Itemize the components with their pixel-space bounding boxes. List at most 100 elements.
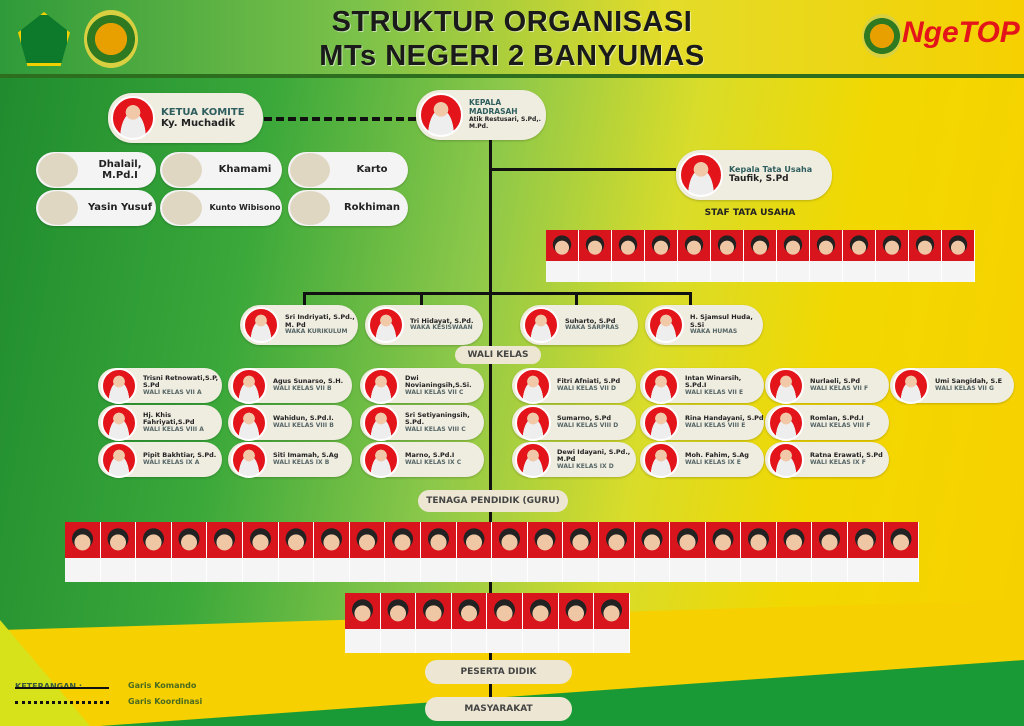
name: Romlan, S.Pd.I xyxy=(810,414,864,423)
staff-photo xyxy=(598,522,635,582)
name: Yasin Yusuf xyxy=(87,202,153,214)
role: WAKA SARPRAS xyxy=(565,324,619,332)
name: Hj. Khis Fahriyati,S.Pd xyxy=(143,410,195,427)
avatar xyxy=(101,404,137,441)
name: Tri Hidayat, S.Pd. xyxy=(410,316,474,325)
person-card: Pipit Bakhtiar, S.Pd.WALI KELAS IX A xyxy=(98,441,222,478)
staff-photo xyxy=(711,230,744,282)
staff-photo xyxy=(349,522,386,582)
staff-photo xyxy=(416,593,452,653)
ngetop-logo: NgeTOP xyxy=(902,16,1020,49)
role: WALI KELAS VII C xyxy=(405,388,464,396)
komite-member-card: Kunto Wibisono xyxy=(160,190,282,226)
avatar xyxy=(648,307,684,343)
staff-photo xyxy=(812,522,849,582)
staff-photo xyxy=(776,522,813,582)
name: Dwi Novianingsih,S.Si. xyxy=(405,373,472,390)
staff-photo xyxy=(594,593,630,653)
role: KEPALA MADRASAH xyxy=(469,98,518,117)
role: WALI KELAS IX E xyxy=(685,458,741,466)
person-card: Sri Setiyaningsih, S.Pd.WALI KELAS VIII … xyxy=(360,404,484,441)
tu-command-line xyxy=(490,168,676,171)
waka-branch xyxy=(689,292,692,306)
main-command-line xyxy=(489,140,492,700)
avatar xyxy=(101,367,137,404)
avatar-placeholder xyxy=(38,153,78,187)
role: WALI KELAS VIII F xyxy=(810,421,871,429)
avatar xyxy=(643,367,679,404)
avatar xyxy=(768,441,804,478)
person-card: Tri Hidayat, S.Pd.WAKA KESISWAAN xyxy=(365,305,483,345)
staff-photo xyxy=(777,230,810,282)
legend-dotted-line xyxy=(15,701,109,704)
avatar xyxy=(363,367,399,404)
guru-photos-row1 xyxy=(65,522,920,582)
role: WALI KELAS VII G xyxy=(935,384,994,392)
role: WALI KELAS IX D xyxy=(557,462,614,470)
role: WALI KELAS VII F xyxy=(810,384,869,392)
legend-title: KETERANGAN : xyxy=(15,682,82,691)
role: Kepala Tata Usaha xyxy=(729,165,813,175)
coordination-line xyxy=(264,117,416,121)
staff-photo xyxy=(909,230,942,282)
role: WALI KELAS VIII D xyxy=(557,421,619,429)
name: Agus Sunarso, S.H. xyxy=(273,377,344,386)
staf-tata-usaha-label: STAF TATA USAHA xyxy=(704,208,796,218)
komite-member-card: Yasin Yusuf xyxy=(36,190,156,226)
staff-photo xyxy=(487,593,523,653)
wali-kelas-label: WALI KELAS xyxy=(455,346,541,364)
komite-member-card: Khamami xyxy=(160,152,282,188)
avatar xyxy=(893,367,929,404)
staff-photo xyxy=(705,522,742,582)
avatar-placeholder xyxy=(290,191,330,225)
staff-photo xyxy=(65,522,101,582)
staff-photo xyxy=(579,230,612,282)
masyarakat-label: MASYARAKAT xyxy=(425,697,572,721)
role: WALI KELAS VIII E xyxy=(685,421,746,429)
staff-photo xyxy=(744,230,777,282)
avatar xyxy=(419,93,463,137)
avatar xyxy=(643,441,679,478)
name: Taufik, S.Pd xyxy=(729,174,789,185)
avatar xyxy=(363,404,399,441)
name: Rina Handayani, S.Pd xyxy=(685,414,764,423)
avatar-placeholder xyxy=(162,191,202,225)
staff-photo xyxy=(527,522,564,582)
staff-photo xyxy=(678,230,711,282)
avatar xyxy=(363,441,399,478)
name: Wahidun, S.Pd.I. xyxy=(273,414,334,423)
staff-photo xyxy=(207,522,243,582)
name: Dhalail, M.Pd.I xyxy=(98,158,142,182)
avatar xyxy=(101,441,137,478)
staff-photo xyxy=(876,230,909,282)
avatar xyxy=(515,441,551,478)
staff-photo xyxy=(843,230,876,282)
name: H. Sjamsul Huda, S.Si xyxy=(690,313,753,329)
staff-photo xyxy=(612,230,645,282)
name: Suharto, S.Pd xyxy=(565,316,616,325)
name: Ratna Erawati, S.Pd xyxy=(810,451,883,460)
staff-photo xyxy=(522,593,559,653)
role: WALI KELAS VII D xyxy=(557,384,616,392)
name: Ky. Muchadik xyxy=(161,118,236,129)
name: Atik Restusari, S.Pd,. M.Pd. xyxy=(469,115,541,130)
waka-branch xyxy=(575,292,578,306)
avatar xyxy=(643,404,679,441)
page-title-line1: STRUKTUR ORGANISASI xyxy=(331,6,693,38)
role: WALI KELAS IX C xyxy=(405,458,462,466)
name: Karto xyxy=(356,164,388,176)
avatar xyxy=(111,96,155,140)
